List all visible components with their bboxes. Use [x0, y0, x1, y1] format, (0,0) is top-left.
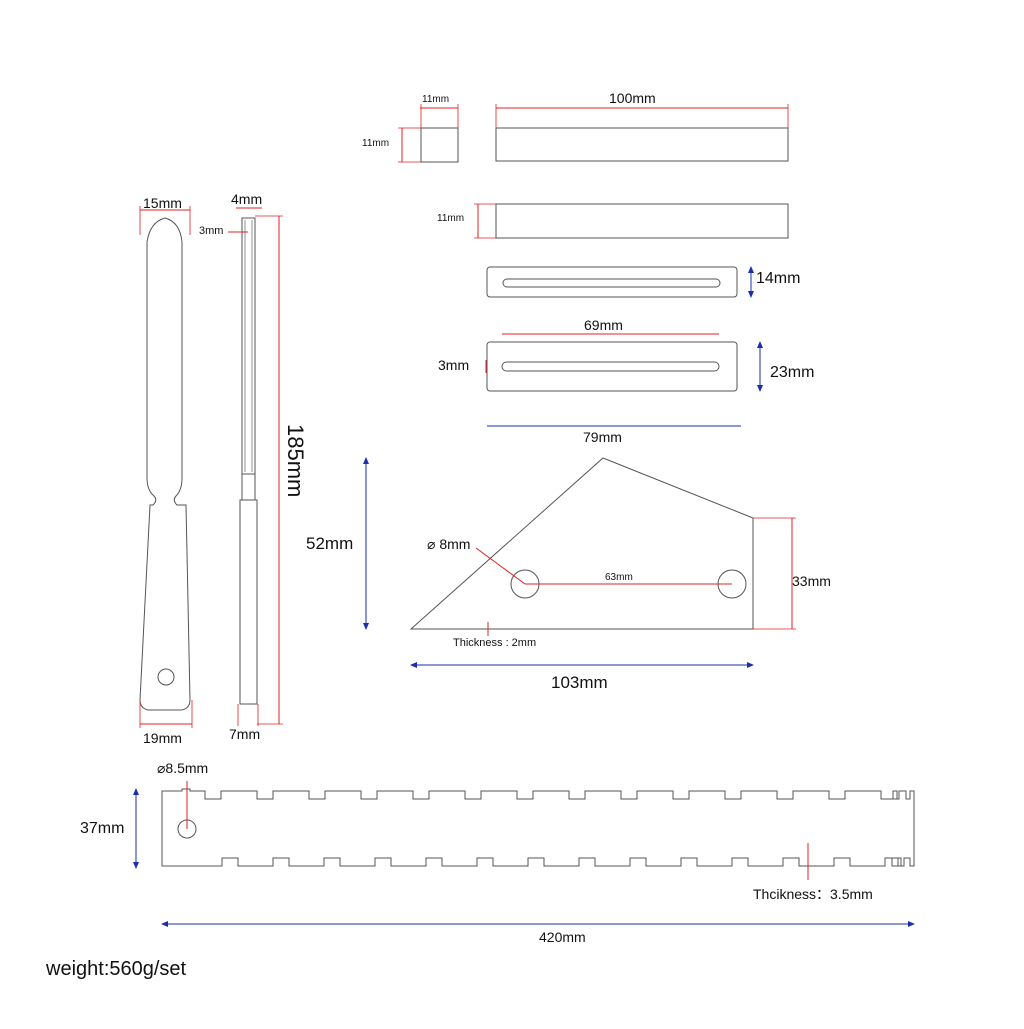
triangle-gauge-hole-label: ⌀ 8mm: [427, 536, 471, 552]
cube-height-label: 11mm: [362, 138, 390, 149]
long-bar-outline: [495, 127, 789, 162]
spatula-bottom-width-label: 19mm: [143, 730, 182, 746]
notched-ruler-length-label: 420mm: [539, 929, 586, 945]
spatula-side-neck: [241, 473, 256, 501]
long-bar-length-label: 100mm: [609, 90, 656, 106]
spatula-length-label: 185mm: [283, 424, 308, 498]
slot-plate-large-outline: [486, 341, 738, 392]
triangle-gauge-base-label: 103mm: [551, 673, 608, 692]
spatula-blade-thickness-label: 4mm: [231, 191, 263, 207]
slot-plate-small-height-label: 14mm: [756, 270, 801, 287]
spatula-edge-label: 3mm: [199, 225, 224, 237]
slot-plate-large-slot-length-label: 69mm: [584, 317, 623, 333]
cube-width-label: 11mm: [422, 94, 450, 105]
notched-ruler-hole-label: ⌀8.5mm: [157, 760, 209, 776]
weight-label: weight:560g/set: [46, 958, 187, 980]
notched-ruler-outline: [161, 788, 915, 867]
triangle-gauge-hole-leader: [475, 547, 526, 585]
spatula-handle-thickness-label: 7mm: [229, 726, 261, 742]
slot-plate-large-slot-width-label: 3mm: [438, 357, 470, 373]
spatula-outline: [139, 217, 191, 711]
spatula-hanging-hole: [157, 668, 175, 686]
slot-plate-large-length-label: 79mm: [583, 429, 622, 445]
slot-plate-small-slot: [502, 278, 721, 288]
slot-plate-large-slot: [501, 361, 720, 372]
triangle-gauge-height-label: 52mm: [306, 534, 354, 553]
flat-bar-outline: [495, 203, 789, 239]
flat-bar-height-label: 11mm: [437, 213, 465, 224]
triangle-gauge-thickness-label: Thickness : 2mm: [453, 637, 537, 649]
notched-ruler-height-label: 37mm: [80, 820, 125, 837]
spatula-top-width-label: 15mm: [143, 195, 182, 211]
spatula-side-handle: [239, 499, 258, 705]
slot-plate-small-outline: [486, 266, 738, 298]
triangle-gauge-hole-spacing-label: 63mm: [605, 572, 633, 583]
spatula-side-blade: [241, 217, 256, 475]
slot-plate-large-height-label: 23mm: [770, 364, 815, 381]
notched-ruler-thickness-label: Thcikness：3.5mm: [753, 886, 873, 902]
cube-outline: [420, 127, 459, 163]
triangle-gauge-right-height-label: 33mm: [792, 573, 831, 589]
